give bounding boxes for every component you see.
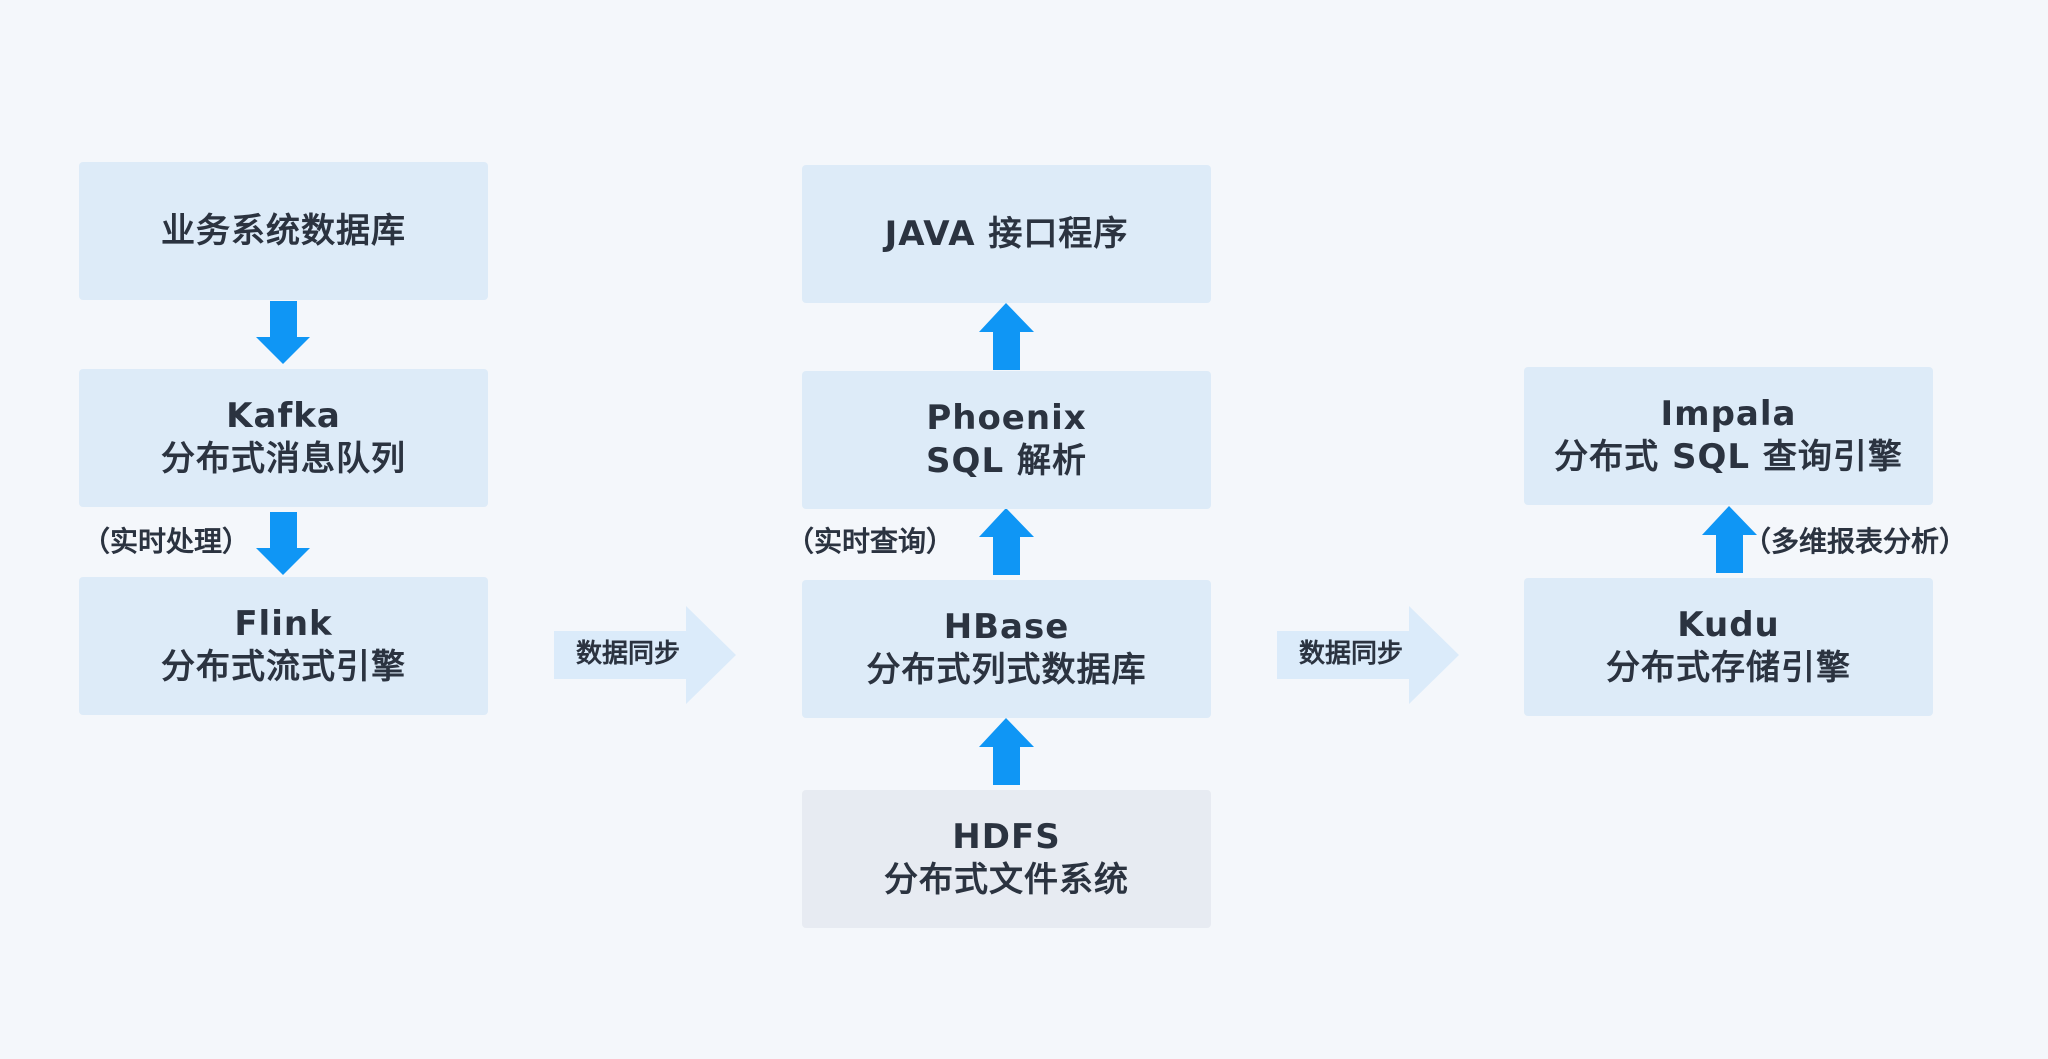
node-hbase-line-1: HBase [943, 607, 1070, 647]
node-kafka: Kafka 分布式消息队列 [79, 369, 488, 507]
node-impala-line-1: Impala [1660, 394, 1797, 434]
label-realtime-processing: （实时处理） [82, 525, 251, 558]
node-impala: Impala 分布式 SQL 查询引擎 [1524, 367, 1933, 505]
node-flink-line-1: Flink [234, 604, 333, 644]
arrow-up-hdfs-to-hbase [979, 718, 1034, 785]
node-kafka-line-1: Kafka [226, 396, 341, 436]
label-sync-1: 数据同步 [576, 639, 681, 669]
node-phoenix-line-1: Phoenix [926, 398, 1087, 438]
sync-arrow-1 [554, 606, 736, 704]
arrow-up-kudu-to-impala [1702, 506, 1757, 573]
node-impala-line-2: 分布式 SQL 查询引擎 [1554, 437, 1903, 477]
arrow-up-phoenix-to-java [979, 303, 1034, 370]
node-java: JAVA 接口程序 [802, 165, 1211, 303]
node-business-db-line-1: 业务系统数据库 [161, 210, 406, 251]
label-sync-2: 数据同步 [1299, 639, 1404, 669]
node-flink-line-2: 分布式流式引擎 [161, 647, 406, 687]
node-kudu-line-2: 分布式存储引擎 [1606, 648, 1851, 688]
node-kafka-line-2: 分布式消息队列 [161, 439, 406, 479]
label-realtime-query: （实时查询） [786, 525, 955, 558]
node-hbase-line-2: 分布式列式数据库 [866, 650, 1147, 690]
arrow-up-hbase-to-phoenix [979, 508, 1034, 575]
node-java-line-1: JAVA 接口程序 [884, 213, 1129, 254]
node-business-db: 业务系统数据库 [79, 162, 488, 300]
label-multidim-report: （多维报表分析） [1743, 525, 1968, 558]
node-flink: Flink 分布式流式引擎 [79, 577, 488, 715]
node-hdfs-line-1: HDFS [952, 817, 1061, 857]
node-phoenix-line-2: SQL 解析 [926, 441, 1087, 481]
arrow-down-kafka-to-flink [256, 512, 310, 575]
arrow-down-business-to-kafka [256, 301, 310, 364]
sync-arrow-2 [1277, 606, 1459, 704]
node-hbase: HBase 分布式列式数据库 [802, 580, 1211, 718]
node-kudu-line-1: Kudu [1677, 605, 1780, 645]
node-kudu: Kudu 分布式存储引擎 [1524, 578, 1933, 716]
node-hdfs: HDFS 分布式文件系统 [802, 790, 1211, 928]
node-phoenix: Phoenix SQL 解析 [802, 371, 1211, 509]
node-hdfs-line-2: 分布式文件系统 [884, 860, 1129, 900]
